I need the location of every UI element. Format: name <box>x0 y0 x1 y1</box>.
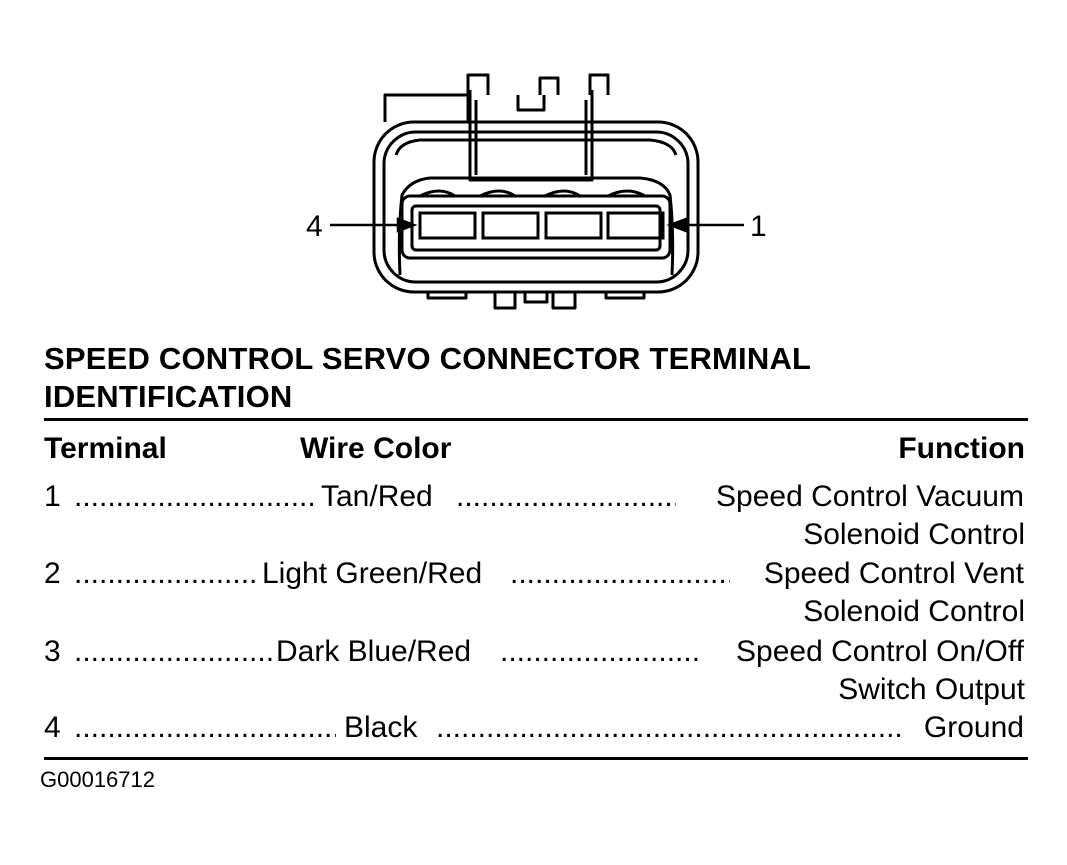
left-callout-label: 4 <box>306 210 323 243</box>
dot-leader: ........................................… <box>74 480 318 513</box>
row-terminal: 1 <box>44 480 61 513</box>
right-callout-arrow <box>666 217 744 233</box>
dot-leader: ........................................… <box>436 711 904 744</box>
left-callout-arrow <box>330 217 418 233</box>
terminal-3-cavity <box>481 211 540 240</box>
row-terminal: 2 <box>44 557 61 590</box>
row-wire-color: Dark Blue/Red <box>276 635 472 668</box>
dot-leader: ........................................… <box>74 635 272 668</box>
dot-leader: ........................................… <box>500 635 700 668</box>
row-terminal: 4 <box>44 711 61 744</box>
terminal-1-cavity <box>606 211 665 240</box>
row-function: Speed Control Vacuum <box>716 480 1024 513</box>
row-function-continuation: Solenoid Control <box>803 518 1025 551</box>
right-callout-label: 1 <box>750 210 767 243</box>
row-function-continuation: Solenoid Control <box>803 595 1025 628</box>
table-bottom-rule <box>44 757 1028 760</box>
table-top-rule <box>44 418 1028 421</box>
row-wire-color: Black <box>344 711 418 744</box>
header-function: Function <box>898 432 1025 465</box>
dot-leader: ........................................… <box>510 557 730 590</box>
row-function: Ground <box>923 711 1024 744</box>
row-terminal: 3 <box>44 635 61 668</box>
page-title: SPEED CONTROL SERVO CONNECTOR TERMINAL I… <box>44 340 811 416</box>
connector-latch <box>383 73 610 182</box>
connector-housing <box>372 120 700 294</box>
row-wire-color: Light Green/Red <box>262 557 483 590</box>
dot-leader: ........................................… <box>456 480 676 513</box>
terminal-4-cavity <box>418 211 477 240</box>
row-function: Speed Control On/Off <box>736 635 1024 668</box>
title-line-1: SPEED CONTROL SERVO CONNECTOR TERMINAL <box>44 341 812 376</box>
header-wire-color: Wire Color <box>300 432 452 465</box>
dot-leader: ........................................… <box>74 557 260 590</box>
connector-diagram: 4 1 <box>306 73 767 310</box>
terminal-cavities <box>418 211 665 240</box>
figure-id: G00016712 <box>40 767 155 792</box>
dot-leader: ........................................… <box>74 711 336 744</box>
row-function-continuation: Switch Output <box>838 673 1025 706</box>
row-wire-color: Tan/Red <box>321 480 433 513</box>
terminal-2-cavity <box>544 211 603 240</box>
row-function: Speed Control Vent <box>763 557 1024 590</box>
title-line-2: IDENTIFICATION <box>44 379 293 414</box>
connector-bottom-tabs <box>426 292 646 310</box>
header-terminal: Terminal <box>44 432 167 465</box>
